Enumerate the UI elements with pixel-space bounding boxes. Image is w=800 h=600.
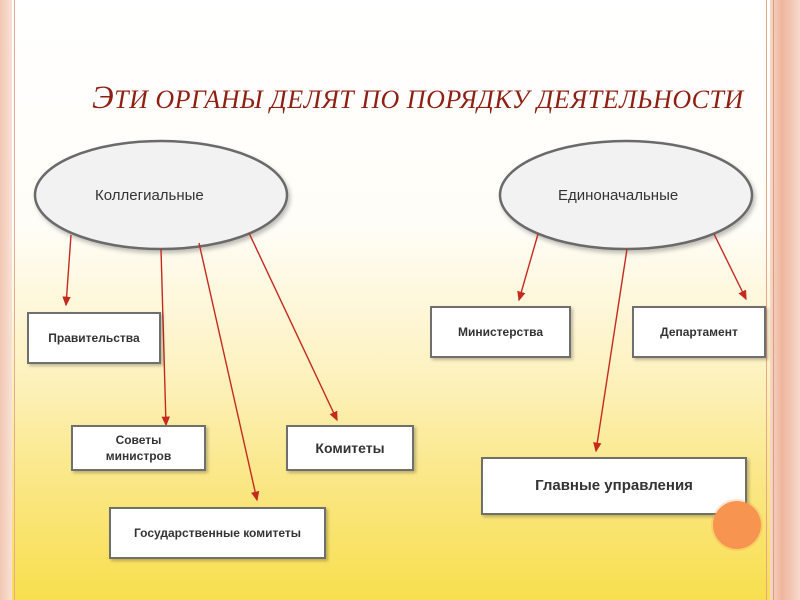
department-box: Департамент — [632, 306, 766, 358]
arrow-to-ministries — [517, 233, 539, 302]
department-label: Департамент — [660, 324, 738, 339]
arrow-to-councils — [160, 248, 170, 427]
page-title-rest: ТИ ОРГАНЫ ДЕЛЯТ ПО ПОРЯДКУ ДЕЯТЕЛЬНОСТИ — [114, 85, 744, 114]
governments-label: Правительства — [48, 330, 140, 345]
arrow-to-state-committees — [198, 242, 260, 502]
main-directorates-box: Главные управления — [481, 457, 747, 515]
ministries-label: Министерства — [458, 324, 543, 339]
state-committees-label: Государственные комитеты — [133, 525, 302, 540]
governments-box: Правительства — [27, 312, 161, 364]
page-title: ЭТИ ОРГАНЫ ДЕЛЯТ ПО ПОРЯДКУ ДЕЯТЕЛЬНОСТИ — [92, 80, 744, 117]
collegial-node-label: Коллегиальные — [95, 187, 204, 204]
councils-label-line1: Советы — [115, 432, 162, 447]
left-frame-border — [0, 0, 12, 600]
arrow-to-department — [713, 233, 747, 301]
right-frame-border — [770, 0, 800, 600]
main-directorates-label: Главные управления — [535, 476, 693, 494]
right-frame-line — [766, 0, 767, 600]
committees-box: Комитеты — [286, 425, 414, 471]
sole-node-label: Единоначальные — [558, 187, 679, 204]
councils-box: Советы министров — [71, 425, 206, 471]
state-committees-box: Государственные комитеты — [109, 507, 326, 559]
arrow-to-committees — [248, 232, 338, 422]
page-title-first-letter: Э — [92, 80, 115, 116]
committees-label: Комитеты — [315, 439, 385, 456]
arrow-to-main-directorates — [593, 248, 628, 453]
councils-label-line2: министров — [105, 449, 172, 463]
decorative-orange-circle — [713, 501, 761, 549]
left-frame-line — [14, 0, 15, 600]
sole-ellipse — [498, 139, 754, 251]
ministries-box: Министерства — [430, 306, 571, 358]
right-frame-line-inner — [773, 0, 774, 600]
arrow-to-governments — [62, 234, 72, 307]
